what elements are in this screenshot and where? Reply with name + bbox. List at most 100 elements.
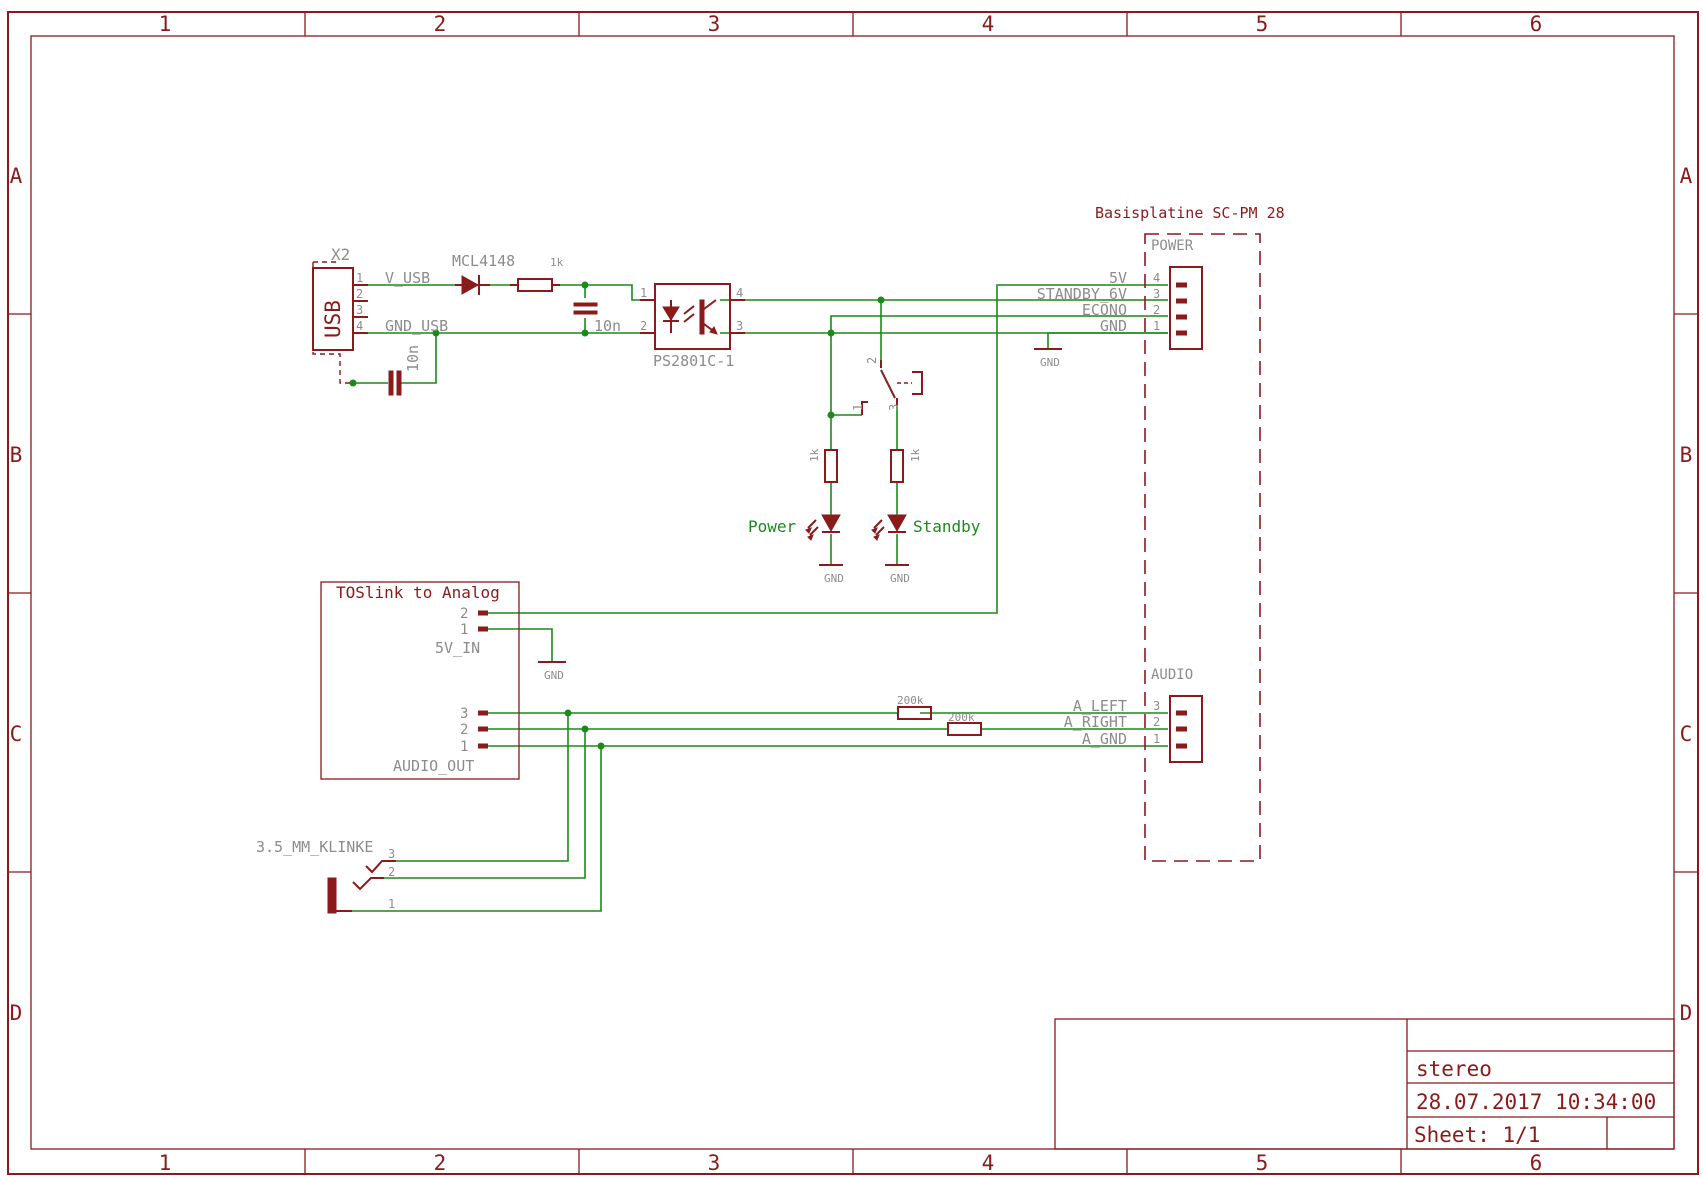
jack-pin-number: 2 <box>388 865 395 879</box>
frame-row-label: D <box>10 1001 23 1025</box>
power-signal-label: ECONO <box>1082 301 1127 319</box>
opto-pin-number: 3 <box>736 319 743 333</box>
title-block-title: stereo <box>1416 1057 1492 1081</box>
toslink-pin-number: 2 <box>460 606 468 622</box>
toslink-audio-label: AUDIO_OUT <box>393 757 474 775</box>
frame-col-label: 1 <box>159 12 172 36</box>
jack-pin-number: 3 <box>388 847 395 861</box>
audio-signal-label: A_GND <box>1082 730 1127 748</box>
toggle-switch: 2 1 3 <box>851 357 923 415</box>
led-standby-resistor: 1k <box>909 448 922 462</box>
usb-connector: X2 USB 1 2 3 4 V_USB GND_USB <box>312 245 448 384</box>
frame-row-label: C <box>10 722 23 746</box>
audio-jack: 3.5_MM_KLINKE 3 2 1 <box>256 838 396 914</box>
toslink-title: TOSlink to Analog <box>336 583 500 602</box>
base-board-title: Basisplatine SC-PM 28 <box>1095 204 1285 222</box>
usb-pin-number: 1 <box>356 271 363 285</box>
base-board: Basisplatine SC-PM 28 POWER 4 3 2 1 5V S… <box>1034 204 1285 862</box>
power-signal-label: GND <box>1100 317 1127 335</box>
diode-mcl4148: MCL4148 <box>452 252 515 295</box>
capacitor-shield-value: 10n <box>404 345 422 372</box>
led-power-label: Power <box>748 517 797 536</box>
power-pin-number: 1 <box>1153 319 1160 333</box>
power-pin-number: 2 <box>1153 303 1160 317</box>
opto-pin-number: 4 <box>736 286 743 300</box>
led-standby-gnd: GND <box>890 572 910 585</box>
frame-col-label: 6 <box>1530 1151 1543 1175</box>
diode-label: MCL4148 <box>452 252 515 270</box>
power-pin-number: 3 <box>1153 287 1160 301</box>
led-power: 1k Power GND <box>748 448 844 585</box>
audio-pin-number: 2 <box>1153 715 1160 729</box>
net-label-v-usb: V_USB <box>385 269 430 287</box>
led-power-resistor: 1k <box>808 448 821 462</box>
title-block: stereo 28.07.2017 10:34:00 Sheet: 1/1 <box>1054 1018 1675 1150</box>
resistor-input-value: 1k <box>550 256 564 269</box>
capacitor-shield: 10n <box>388 345 422 396</box>
frame-col-label: 6 <box>1530 12 1543 36</box>
audio-pin-number: 1 <box>1153 732 1160 746</box>
toslink-pin-number: 3 <box>460 706 468 722</box>
frame-col-label: 3 <box>708 1151 721 1175</box>
toslink-module: TOSlink to Analog 2 1 5V_IN 3 2 1 AUDIO_… <box>320 581 566 780</box>
led-standby: 1k Standby GND <box>871 448 981 585</box>
audio-signal-label: A_LEFT <box>1073 697 1127 715</box>
toslink-power-label: 5V_IN <box>435 639 480 657</box>
junctions <box>349 281 885 750</box>
frame-col-label: 4 <box>982 12 995 36</box>
usb-ref-designator: X2 <box>331 245 350 264</box>
frame-col-label: 2 <box>434 1151 447 1175</box>
frame-row-label: B <box>10 443 23 467</box>
capacitor-series: 10n <box>573 302 621 335</box>
toslink-pin-number: 1 <box>460 739 468 755</box>
frame-col-label: 2 <box>434 12 447 36</box>
frame-row-label: B <box>1680 443 1693 467</box>
opto-pin-number: 2 <box>640 319 647 333</box>
drawing-frame: 1 2 3 4 5 6 1 2 3 4 5 6 A B C D A B C D <box>7 11 1699 1175</box>
title-block-datetime: 28.07.2017 10:34:00 <box>1416 1090 1656 1114</box>
frame-col-label: 4 <box>982 1151 995 1175</box>
net-label-gnd-usb: GND_USB <box>385 317 448 335</box>
frame-col-label: 5 <box>1256 1151 1269 1175</box>
frame-row-label: D <box>1680 1001 1693 1025</box>
resistor-right: 200k <box>947 711 982 736</box>
optocoupler: 1 2 4 3 PS2801C-1 <box>640 283 745 370</box>
capacitor-series-value: 10n <box>594 317 621 335</box>
resistor-left-value: 200k <box>897 694 924 707</box>
usb-pin-number: 4 <box>356 319 363 333</box>
title-block-sheet: Sheet: 1/1 <box>1414 1123 1540 1147</box>
audio-pin-number: 3 <box>1153 699 1160 713</box>
frame-col-label: 5 <box>1256 12 1269 36</box>
usb-body-label: USB <box>321 300 345 338</box>
usb-pin-number: 2 <box>356 287 363 301</box>
switch-pin-number: 2 <box>865 357 879 364</box>
jack-label: 3.5_MM_KLINKE <box>256 838 373 856</box>
audio-signal-label: A_RIGHT <box>1064 713 1127 731</box>
power-signal-label: 5V <box>1109 269 1127 287</box>
toslink-pin-number: 1 <box>460 622 468 638</box>
power-pin-number: 4 <box>1153 271 1160 285</box>
frame-row-label: C <box>1680 722 1693 746</box>
resistor-left: 200k <box>897 694 932 720</box>
frame-col-label: 3 <box>708 12 721 36</box>
power-signal-label: STANDBY_6V <box>1037 285 1127 303</box>
frame-row-label: A <box>10 164 23 188</box>
audio-header-label: AUDIO <box>1151 667 1193 683</box>
frame-row-label: A <box>1680 164 1693 188</box>
frame-col-label: 1 <box>159 1151 172 1175</box>
power-gnd-label: GND <box>1040 356 1060 369</box>
resistor-input: 1k <box>510 256 564 292</box>
usb-pin-number: 3 <box>356 303 363 317</box>
toslink-pin-number: 2 <box>460 722 468 738</box>
switch-pin-number: 1 <box>851 404 865 411</box>
switch-pin-number: 3 <box>887 404 901 411</box>
led-power-gnd: GND <box>824 572 844 585</box>
power-header-label: POWER <box>1151 238 1194 254</box>
led-standby-label: Standby <box>913 517 981 536</box>
resistor-right-value: 200k <box>948 711 975 724</box>
opto-pin-number: 1 <box>640 286 647 300</box>
jack-pin-number: 1 <box>388 897 395 911</box>
optocoupler-label: PS2801C-1 <box>653 352 734 370</box>
toslink-gnd-label: GND <box>544 669 564 682</box>
